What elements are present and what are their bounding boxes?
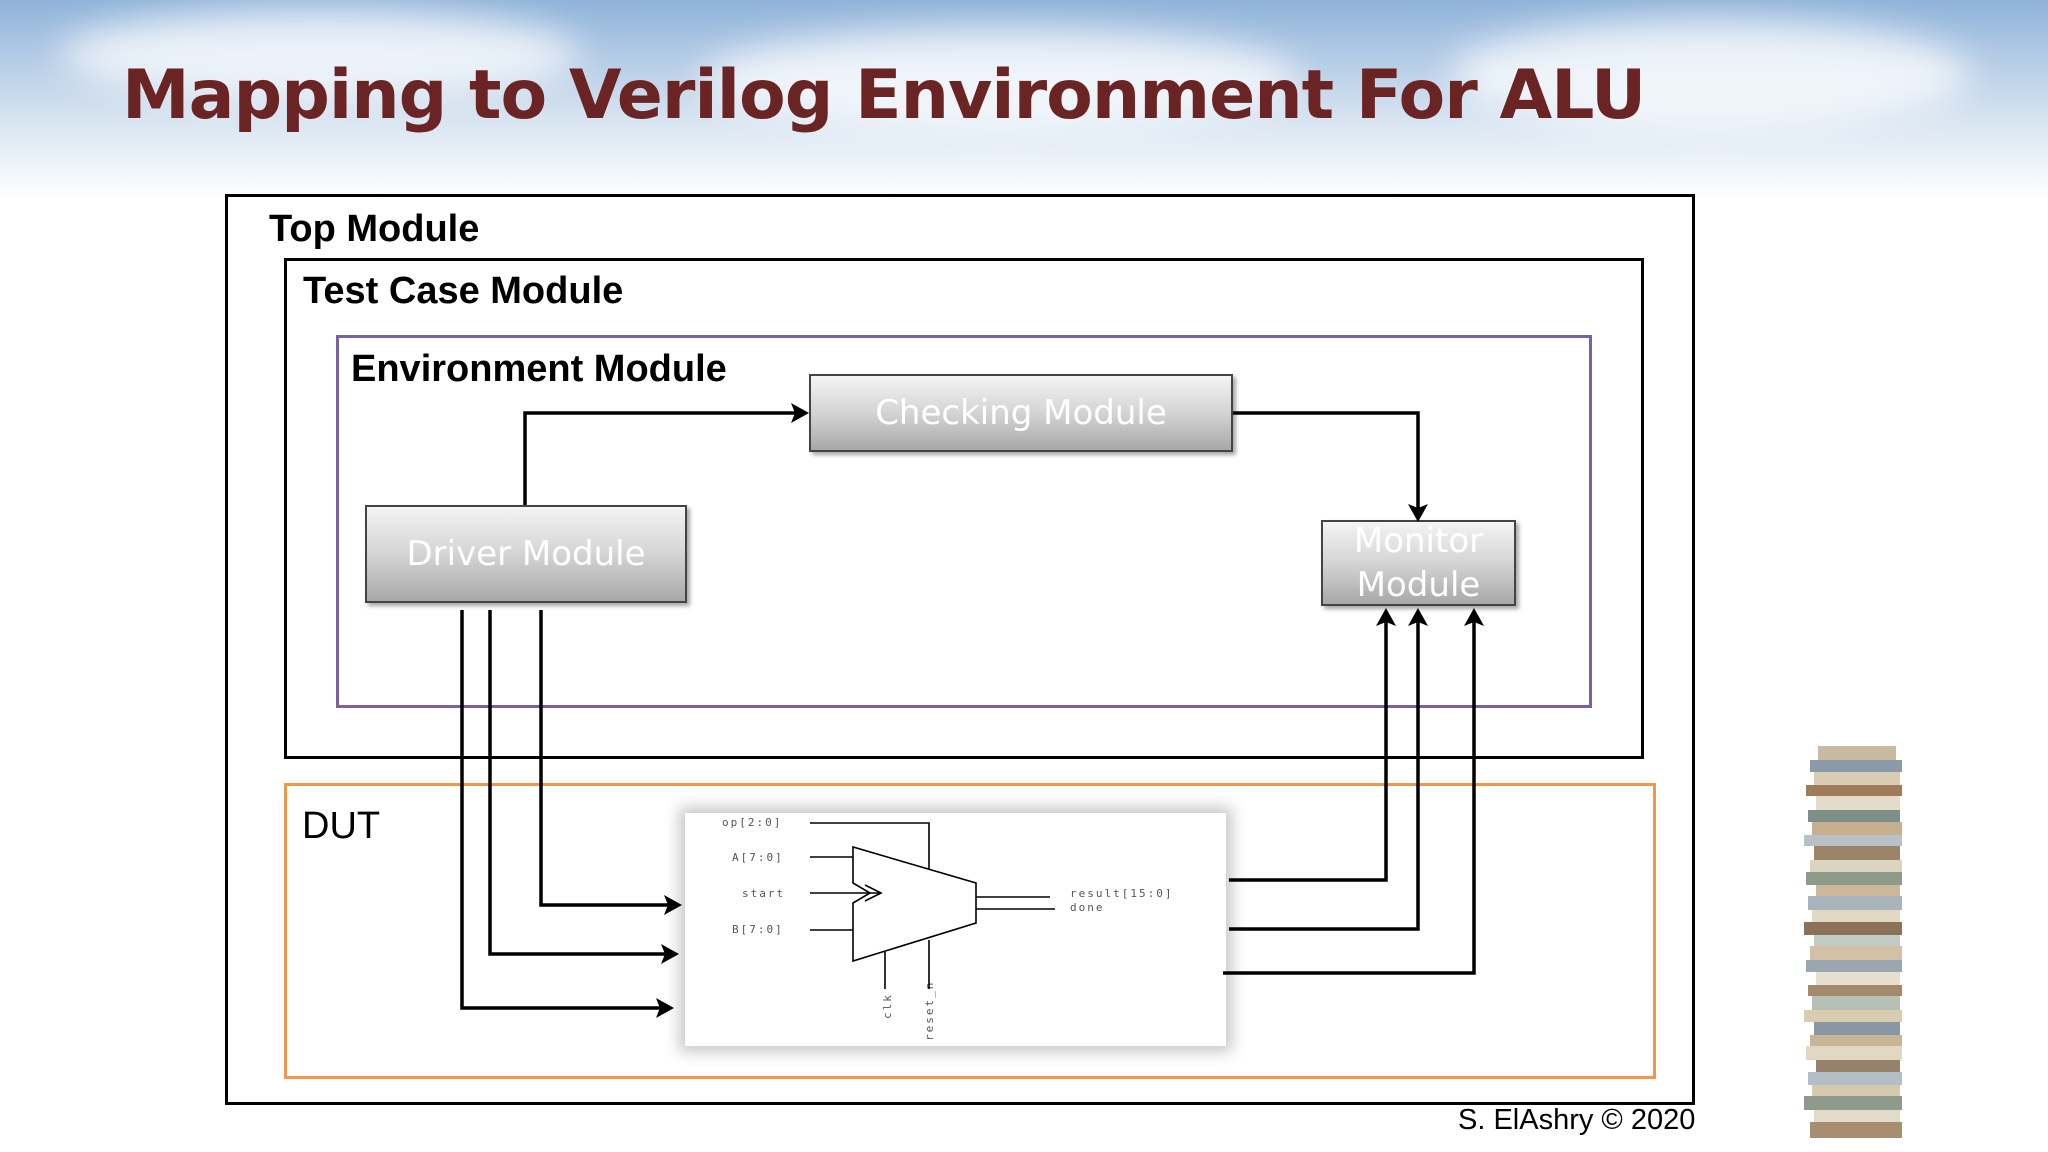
dut-to-monitor-line-1 [1229, 620, 1388, 882]
pin-op-label: op[2:0] [722, 816, 782, 829]
dut-to-monitor-line-2 [1229, 620, 1420, 931]
pin-done-label: done [1070, 901, 1105, 914]
book [1810, 1035, 1902, 1046]
arrowhead [664, 895, 682, 915]
book [1808, 810, 1900, 822]
test-case-module-box [284, 258, 1644, 759]
book [1812, 996, 1900, 1010]
book [1810, 860, 1902, 872]
checking-module: Checking Module [809, 374, 1233, 452]
book [1808, 1072, 1902, 1085]
book [1812, 910, 1900, 922]
pin-reset-label: reset_n [923, 981, 936, 1041]
arrowhead [1408, 504, 1428, 522]
book [1816, 885, 1900, 896]
slide-title: Mapping to Verilog Environment For ALU [122, 56, 1646, 135]
arrowhead [1408, 608, 1428, 626]
dut-box [284, 783, 1656, 1079]
book [1806, 960, 1902, 972]
environment-module-box [336, 335, 1592, 708]
top-module-label: Top Module [269, 208, 480, 250]
checking-module-label: Checking Module [875, 392, 1167, 433]
monitor-module-label-line1: Monitor [1353, 520, 1484, 561]
book [1816, 1060, 1900, 1072]
book [1808, 896, 1902, 910]
monitor-module-label-line2: Module [1356, 565, 1481, 605]
book [1804, 1010, 1902, 1022]
pin-a-label: A[7:0] [732, 851, 784, 864]
book [1814, 935, 1900, 946]
pin-result-label: result[15:0] [1070, 887, 1173, 900]
cloud [60, 10, 580, 100]
alu-symbol [852, 845, 977, 963]
pin-clk-label: clk [881, 993, 894, 1019]
test-case-module-label: Test Case Module [303, 270, 624, 312]
book-stack-image [1804, 746, 1902, 1138]
book [1806, 1046, 1902, 1060]
book [1810, 760, 1902, 772]
pin-start-label: start [742, 887, 785, 900]
book [1804, 835, 1902, 846]
driver-to-dut-line-3 [539, 610, 673, 907]
book [1814, 846, 1900, 860]
book [1814, 772, 1900, 785]
pin-b-label: B[7:0] [732, 923, 784, 936]
book [1814, 1022, 1900, 1035]
top-module-box [225, 194, 1695, 1105]
book [1806, 785, 1902, 796]
cloud [700, 30, 1300, 130]
driver-to-checking-arrow [523, 411, 795, 505]
book [1816, 796, 1900, 810]
checking-to-monitor-arrow [1233, 411, 1420, 508]
op-wire [810, 822, 930, 869]
book [1808, 985, 1902, 996]
arrowhead [1464, 608, 1484, 626]
dut-label: DUT [302, 805, 381, 847]
book [1818, 746, 1896, 760]
arrowhead [791, 403, 809, 423]
book [1810, 1122, 1902, 1138]
book [1804, 1096, 1902, 1110]
environment-module-label: Environment Module [351, 348, 727, 390]
arrowhead [656, 998, 674, 1018]
arrowhead [661, 944, 679, 964]
book [1804, 922, 1902, 935]
driver-to-dut-line-1 [460, 610, 665, 1010]
arrowhead [1376, 608, 1396, 626]
book [1816, 972, 1900, 985]
driver-module-label: Driver Module [406, 533, 646, 574]
output-wires [976, 896, 1055, 910]
driver-to-dut-line-2 [488, 610, 670, 956]
clk-reset-wires [884, 940, 930, 989]
book [1806, 872, 1902, 885]
monitor-module: Monitor Module [1321, 520, 1516, 606]
book [1812, 1085, 1900, 1096]
book [1812, 822, 1902, 835]
alu-schematic-drawing: op[2:0] A[7:0] start B[7:0] result[15:0]… [722, 816, 1173, 1041]
copyright-text: S. ElAshry © 2020 [1458, 1104, 1696, 1136]
dut-to-monitor-line-3 [1223, 620, 1476, 975]
book [1814, 1110, 1900, 1122]
alu-dut-schematic: op[2:0] A[7:0] start B[7:0] result[15:0]… [685, 813, 1226, 1046]
book [1810, 946, 1902, 960]
driver-module: Driver Module [365, 505, 687, 603]
cloud [1450, 20, 1970, 130]
